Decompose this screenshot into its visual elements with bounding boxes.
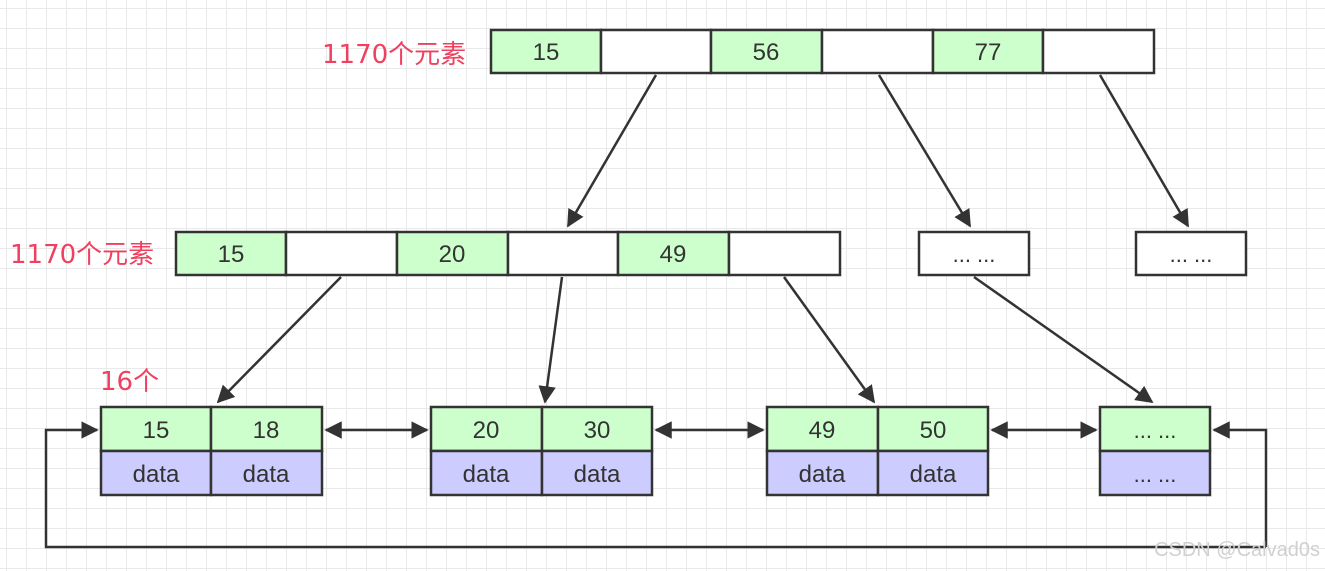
leaf-data-text: data — [574, 461, 621, 488]
leaf-data-cell — [209, 449, 324, 497]
leaf-data-cell — [540, 449, 654, 497]
leaf-key-text: 49 — [809, 417, 836, 444]
leaf-data-cell — [1098, 449, 1212, 497]
root-key-cell — [489, 28, 603, 75]
root-key-cell — [931, 28, 1045, 75]
leaf-data-text: data — [243, 461, 290, 488]
root-node: 15 56 77 — [489, 28, 1156, 75]
leaf-data-text: ... ... — [1134, 462, 1177, 487]
internal-count-label: 1170个元素 — [10, 240, 154, 270]
leaf-key-cell — [765, 405, 880, 453]
root-to-internal-arrow — [566, 74, 658, 228]
internal-pointer-cell — [284, 230, 399, 277]
ellipsis-node: ... ... — [1134, 230, 1248, 277]
internal-pointer-cell — [727, 230, 842, 277]
leaf-key-text: ... ... — [1134, 418, 1177, 443]
leaf-data-text: data — [910, 461, 957, 488]
leaf-key-text: 18 — [253, 417, 280, 444]
leaf-key-cell — [1098, 405, 1212, 453]
leaf-key-text: 50 — [920, 417, 947, 444]
ellipsis-node-box — [1134, 230, 1248, 277]
root-key-text: 15 — [533, 39, 560, 66]
root-key-cell — [709, 28, 824, 75]
leaf-key-text: 30 — [584, 417, 611, 444]
leaf-data-text: data — [463, 461, 510, 488]
internal-key-cell — [395, 230, 510, 277]
root-count-label: 1170个元素 — [322, 40, 466, 70]
ellipsis-node-text: ... ... — [953, 242, 996, 267]
leaf-count-label: 16个 — [100, 367, 159, 397]
root-to-ellipsis-arrow — [1098, 74, 1190, 228]
internal-key-text: 20 — [439, 241, 466, 268]
leaf-key-cell — [540, 405, 654, 453]
ellipsis-node: ... ... — [917, 230, 1031, 277]
leaf-node: 15 18 data data — [99, 405, 324, 497]
leaf-node: 20 30 data data — [429, 405, 654, 497]
root-key-text: 77 — [975, 39, 1002, 66]
leaf-data-text: data — [133, 461, 180, 488]
leaf-key-cell — [876, 405, 990, 453]
wraparound-link-left — [44, 421, 1266, 549]
leaf-key-text: 15 — [143, 417, 170, 444]
internal-node: 15 20 49 — [174, 230, 842, 277]
root-pointer-cell — [1041, 28, 1156, 75]
leaf-node: ... ... ... ... — [1098, 405, 1212, 497]
root-pointer-cell — [599, 28, 713, 75]
root-pointer-cell — [820, 28, 935, 75]
internal-key-cell — [616, 230, 731, 277]
leaf-key-cell — [209, 405, 324, 453]
root-to-ellipsis-arrow — [877, 74, 972, 228]
internal-pointer-cell — [506, 230, 620, 277]
internal-key-text: 49 — [660, 241, 687, 268]
leaf-data-text: data — [799, 461, 846, 488]
internal-key-text: 15 — [218, 241, 245, 268]
ellipsis-node-text: ... ... — [1170, 242, 1213, 267]
wraparound-link-right — [1212, 421, 1268, 547]
internal-to-leaf-arrow — [538, 276, 564, 404]
ellipsis-node-box — [917, 230, 1031, 277]
leaf-key-text: 20 — [473, 417, 500, 444]
internal-to-leaf-arrow — [216, 276, 342, 404]
internal-to-leaf-arrow — [782, 276, 876, 404]
leaf-data-cell — [765, 449, 880, 497]
leaf-data-cell — [876, 449, 990, 497]
watermark: CSDN @Calvad0s — [1154, 539, 1320, 561]
ellipsis-to-leaf-arrow — [973, 275, 1154, 404]
leaf-node: 49 50 data data — [765, 405, 990, 497]
root-key-text: 56 — [753, 39, 780, 66]
